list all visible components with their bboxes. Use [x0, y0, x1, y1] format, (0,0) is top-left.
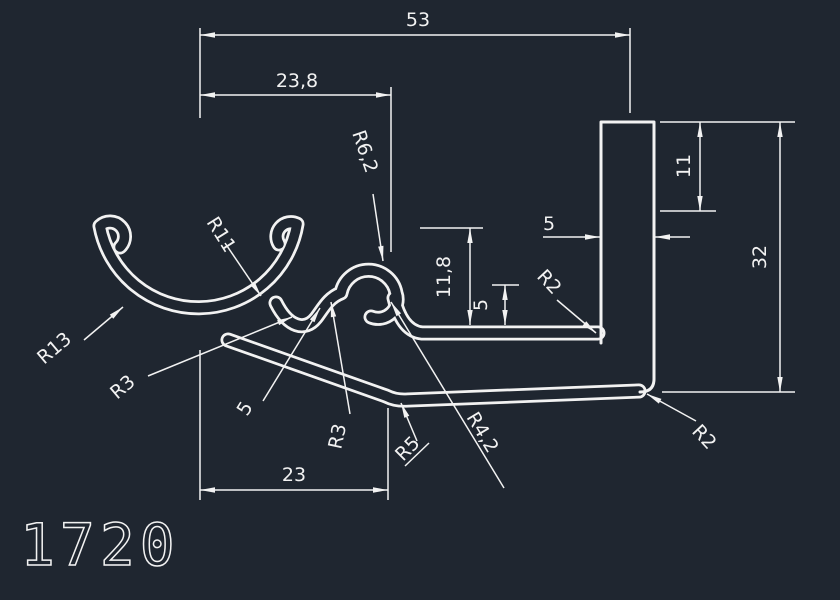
dim-label-11_8: 11,8: [433, 256, 455, 298]
leader-lines: [83, 193, 697, 489]
radius-label-r3-b: R3: [324, 422, 351, 451]
radius-labels: R11 R6,2 R13 R3 5 R3 R5 R4,2 R2 R2: [33, 127, 721, 465]
radius-label-r2-a: R2: [532, 265, 565, 299]
profile-bottom-core: [228, 340, 639, 400]
radius-label-r2-b: R2: [687, 420, 720, 454]
leader-r2-b: [646, 393, 697, 422]
radius-label-r4_2: R4,2: [462, 408, 503, 457]
dim-label-23_8: 23,8: [276, 70, 318, 92]
leader-r3-a: [147, 316, 293, 377]
underline-r5: [404, 442, 430, 467]
dimension-lines: [200, 32, 783, 493]
leader-r11: [224, 242, 262, 297]
profile-horizontal-wall: [394, 298, 598, 333]
dim-label-5-leg: 5: [543, 213, 555, 235]
extension-lines: [199, 28, 795, 500]
leader-r6_2: [372, 193, 384, 262]
leader-r2-a: [556, 299, 597, 334]
dim-label-5-gap: 5: [470, 299, 492, 311]
dim-label-32: 32: [749, 245, 771, 269]
profile-cup-channel: [100, 222, 297, 308]
thickness-label-5: 5: [233, 398, 258, 420]
leader-r3-b: [330, 301, 351, 415]
radius-label-r6_2: R6,2: [347, 127, 382, 175]
leader-5-thickness: [262, 307, 321, 402]
radius-label-r5: R5: [391, 432, 424, 465]
radius-label-r11: R11: [202, 213, 240, 256]
dim-label-23: 23: [282, 464, 306, 486]
radius-label-r3-a: R3: [106, 371, 140, 404]
dimension-labels: 53 23,8 11 5 32 11,8 5 23: [276, 9, 771, 486]
dim-label-53: 53: [406, 9, 430, 31]
profile-vertical-leg: [599, 120, 656, 394]
leader-r4_2: [390, 301, 505, 489]
part-number: 1720: [20, 511, 180, 579]
leader-r5: [400, 402, 418, 442]
dim-label-11: 11: [673, 154, 695, 178]
leader-r13: [83, 306, 124, 341]
radius-label-r13: R13: [33, 328, 76, 369]
